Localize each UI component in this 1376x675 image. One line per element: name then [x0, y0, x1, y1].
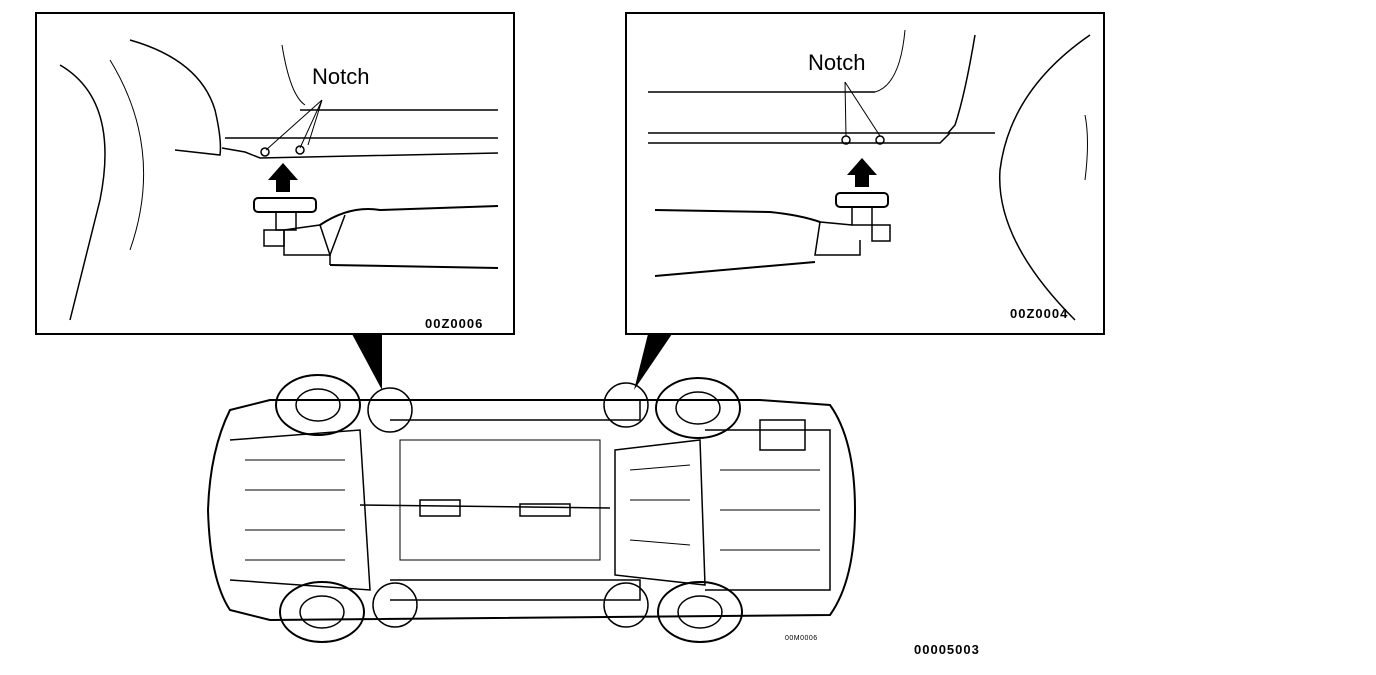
front-left-wheel	[275, 374, 361, 436]
left-wheel-arch-inner	[109, 59, 145, 251]
rear-left-hub	[675, 391, 721, 425]
overall-figure-code: 00005003	[914, 642, 980, 657]
right-notch-label: Notch	[808, 50, 865, 75]
right-wheel-arch-inner	[1084, 114, 1088, 181]
rear-right-hub	[677, 595, 723, 629]
right-lift-arrow	[847, 158, 877, 187]
center-tunnel	[359, 504, 611, 509]
front-right-wheel	[279, 581, 365, 643]
left-callout-pointer	[352, 334, 382, 390]
right-jack-arm-top	[654, 209, 821, 223]
left-jack-arm-end	[329, 214, 346, 265]
right-jack-arm-bottom	[654, 261, 816, 277]
fuel-tank	[614, 439, 706, 586]
left-jack-arm-bottom	[329, 264, 499, 269]
front-right-hub	[299, 595, 345, 629]
right-figure-code: 00Z0004	[1010, 306, 1068, 321]
exhaust-muffler	[519, 503, 571, 517]
jack-point-rear-right	[603, 582, 649, 628]
left-wheel-arch	[59, 64, 106, 321]
lower-sill	[390, 579, 641, 601]
underbody-figure-code: 00M0006	[785, 635, 818, 642]
left-fender-edge	[129, 39, 222, 156]
engine-bay	[229, 429, 371, 591]
left-notch-mark-1	[260, 147, 270, 157]
left-notch-leader	[265, 99, 323, 151]
underbody-outline	[206, 399, 857, 622]
jack-point-rear-left	[603, 382, 649, 428]
jack-point-front-right	[372, 582, 418, 628]
rear-crossmembers	[720, 469, 820, 551]
left-notch-label: Notch	[312, 64, 369, 89]
rear-floor	[705, 429, 831, 591]
right-jack-body	[814, 221, 861, 256]
engine-details	[245, 459, 345, 561]
exhaust-catalyst	[419, 499, 461, 517]
upper-sill	[390, 399, 641, 421]
underbody-view: 00M0006	[206, 374, 857, 643]
right-door-curve	[874, 29, 906, 93]
left-door-curve	[281, 44, 306, 106]
jack-point-front-left	[367, 387, 413, 433]
right-callout-pointer	[634, 334, 672, 390]
right-sill-bottom	[648, 132, 951, 144]
left-detail-panel: Notch 00Z0006	[35, 12, 515, 335]
right-jack-collar	[871, 224, 891, 242]
left-lift-arrow	[268, 163, 298, 192]
right-wheel-arch	[998, 34, 1091, 321]
rear-left-wheel	[655, 377, 741, 439]
left-notch-mark-2	[295, 145, 305, 155]
right-fender-edge	[947, 34, 976, 134]
right-detail-panel: Notch 00Z0004	[625, 12, 1105, 335]
fuel-tank-ribs	[629, 464, 691, 546]
right-notch-leader	[844, 81, 881, 137]
front-left-hub	[295, 388, 341, 422]
left-sill-bottom	[221, 147, 499, 159]
right-jack-stem	[851, 206, 873, 226]
rear-right-wheel	[657, 581, 743, 643]
spare-tire-well	[759, 419, 806, 451]
floor-pan	[399, 439, 601, 561]
left-jack-arm-top	[319, 205, 499, 226]
left-figure-code: 00Z0006	[425, 316, 483, 331]
